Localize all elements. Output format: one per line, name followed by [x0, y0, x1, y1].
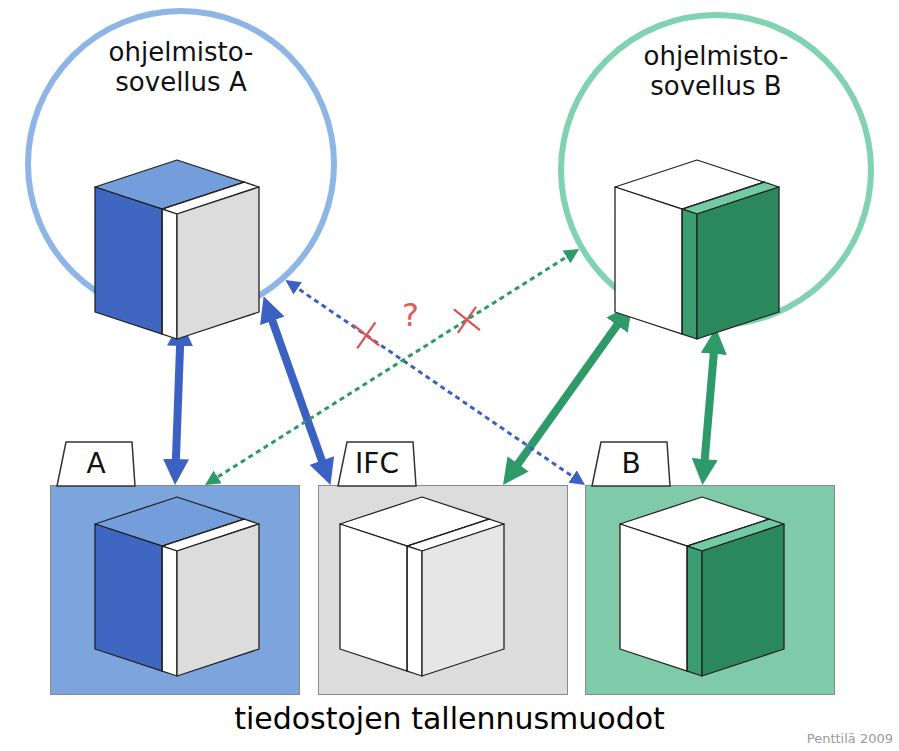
format-name: IFC	[337, 446, 417, 482]
file-format-box: B	[585, 485, 835, 695]
cube-face	[682, 209, 697, 339]
cube-illustration	[615, 160, 779, 339]
cube-face	[340, 524, 407, 671]
format-name: B	[591, 446, 671, 482]
cube-layer	[586, 486, 836, 696]
application-circle: ohjelmisto- sovellus B	[558, 12, 874, 328]
question-mark: ?	[402, 296, 419, 334]
tab-outline	[338, 442, 416, 486]
cube-face	[422, 524, 504, 676]
application-label: ohjelmisto- sovellus A	[81, 38, 281, 98]
tab-outline	[57, 442, 135, 486]
cube-illustration	[340, 497, 504, 676]
cube-face	[407, 546, 422, 676]
application-label: ohjelmisto- sovellus B	[616, 42, 816, 102]
cube-layer	[51, 486, 301, 696]
cube-face	[702, 524, 784, 676]
cube-face	[620, 524, 687, 671]
caption-text: tiedostojen tallennusmuodot	[0, 700, 899, 738]
file-format-box: IFC	[318, 485, 568, 695]
format-tab: A	[56, 440, 136, 486]
format-tab: IFC	[337, 440, 417, 486]
format-tab: B	[591, 440, 671, 486]
cube-face	[687, 546, 702, 676]
cross-mark	[353, 322, 379, 348]
cube-face	[95, 524, 162, 671]
cube-face	[177, 187, 259, 339]
cube-face	[162, 546, 177, 676]
connector-arrow	[292, 284, 578, 480]
format-name: A	[56, 446, 136, 482]
cube-face	[162, 209, 177, 339]
file-format-box: A	[50, 485, 300, 695]
cube-face	[95, 187, 162, 334]
cube-illustration	[95, 160, 259, 339]
cube-illustration	[95, 497, 259, 676]
cube-layer	[319, 486, 569, 696]
cube-face	[177, 524, 259, 676]
cross-mark	[454, 307, 480, 333]
watermark: Penttilä 2009	[807, 731, 893, 747]
connector-arrow	[704, 343, 715, 470]
application-circle: ohjelmisto- sovellus A	[25, 8, 337, 320]
connector-arrow	[269, 310, 326, 470]
cube-face	[697, 187, 779, 339]
cube-illustration	[620, 497, 784, 676]
cube-face	[615, 187, 682, 334]
connector-arrow	[176, 335, 181, 470]
tab-outline	[592, 442, 670, 486]
